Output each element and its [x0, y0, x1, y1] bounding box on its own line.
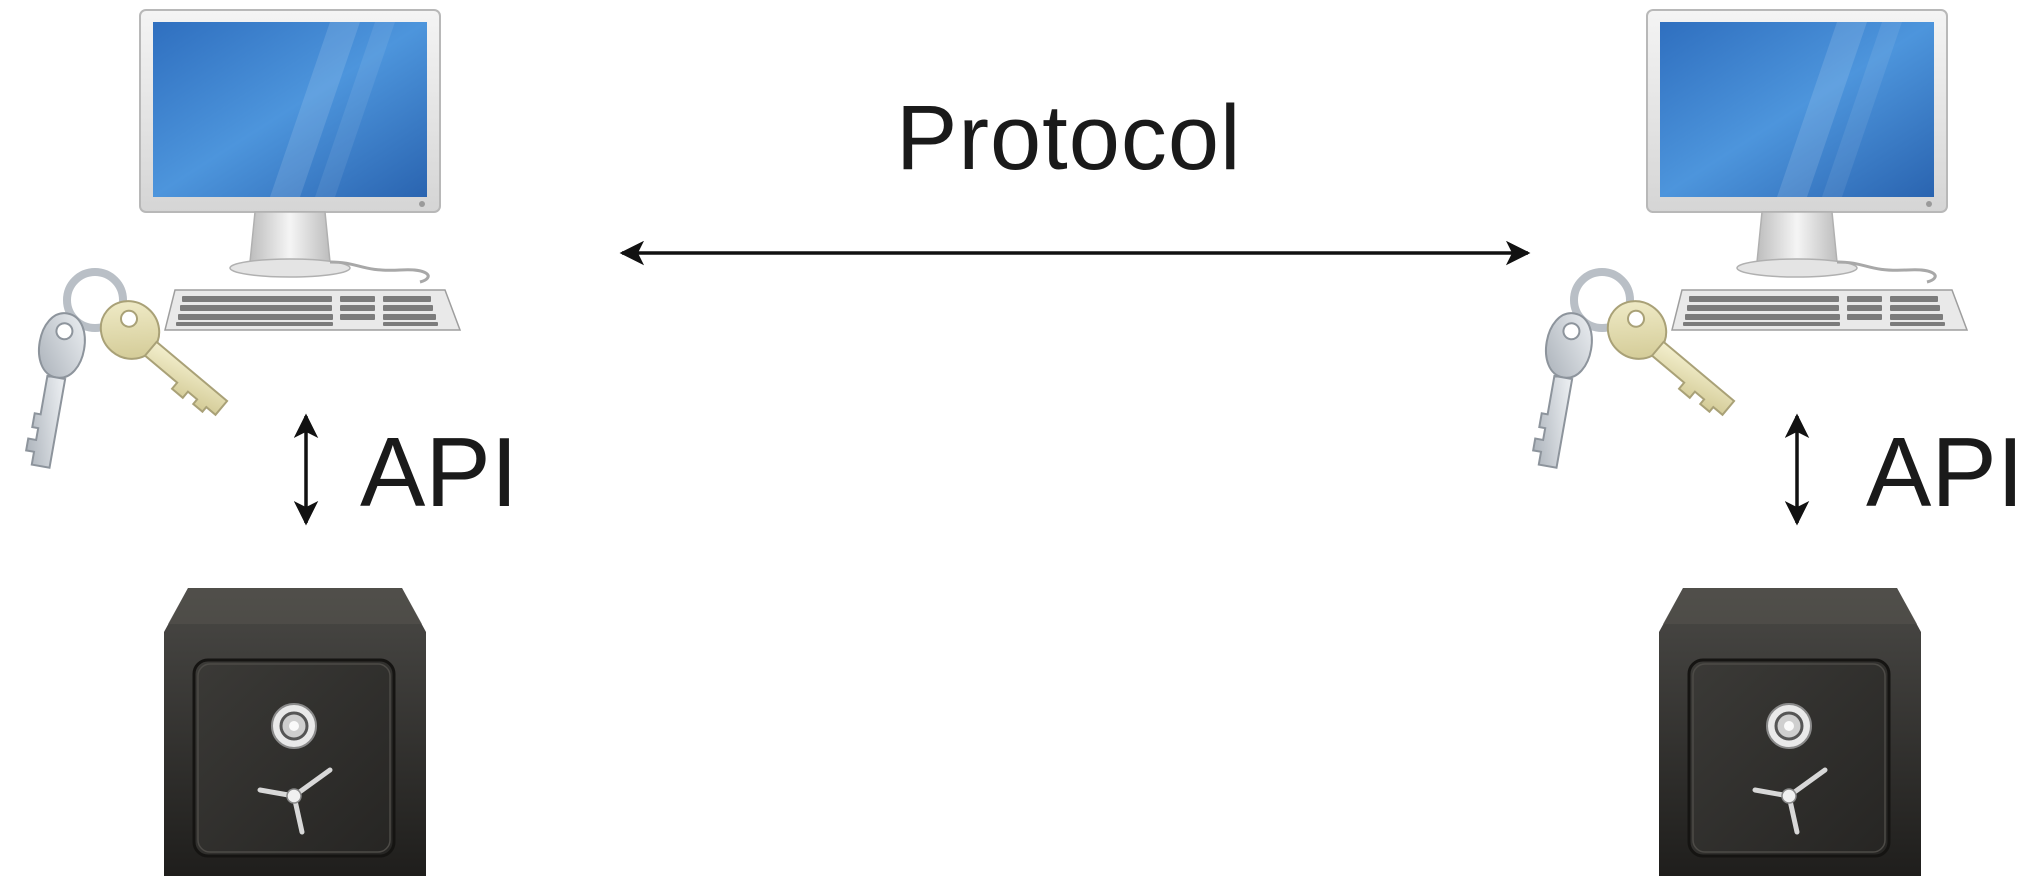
api-left-label: API [360, 417, 518, 527]
safe-icon [1659, 588, 1921, 876]
safe-icon [164, 588, 426, 876]
computer-icon [18, 10, 460, 470]
computer-icon [1525, 10, 1967, 470]
protocol-label: Protocol [896, 87, 1242, 189]
api-right-label: API [1866, 417, 2017, 527]
right-safe-node [1659, 588, 1921, 876]
left-safe-node [164, 588, 426, 876]
right-computer-node [1525, 10, 1967, 470]
left-computer-node [18, 10, 460, 470]
